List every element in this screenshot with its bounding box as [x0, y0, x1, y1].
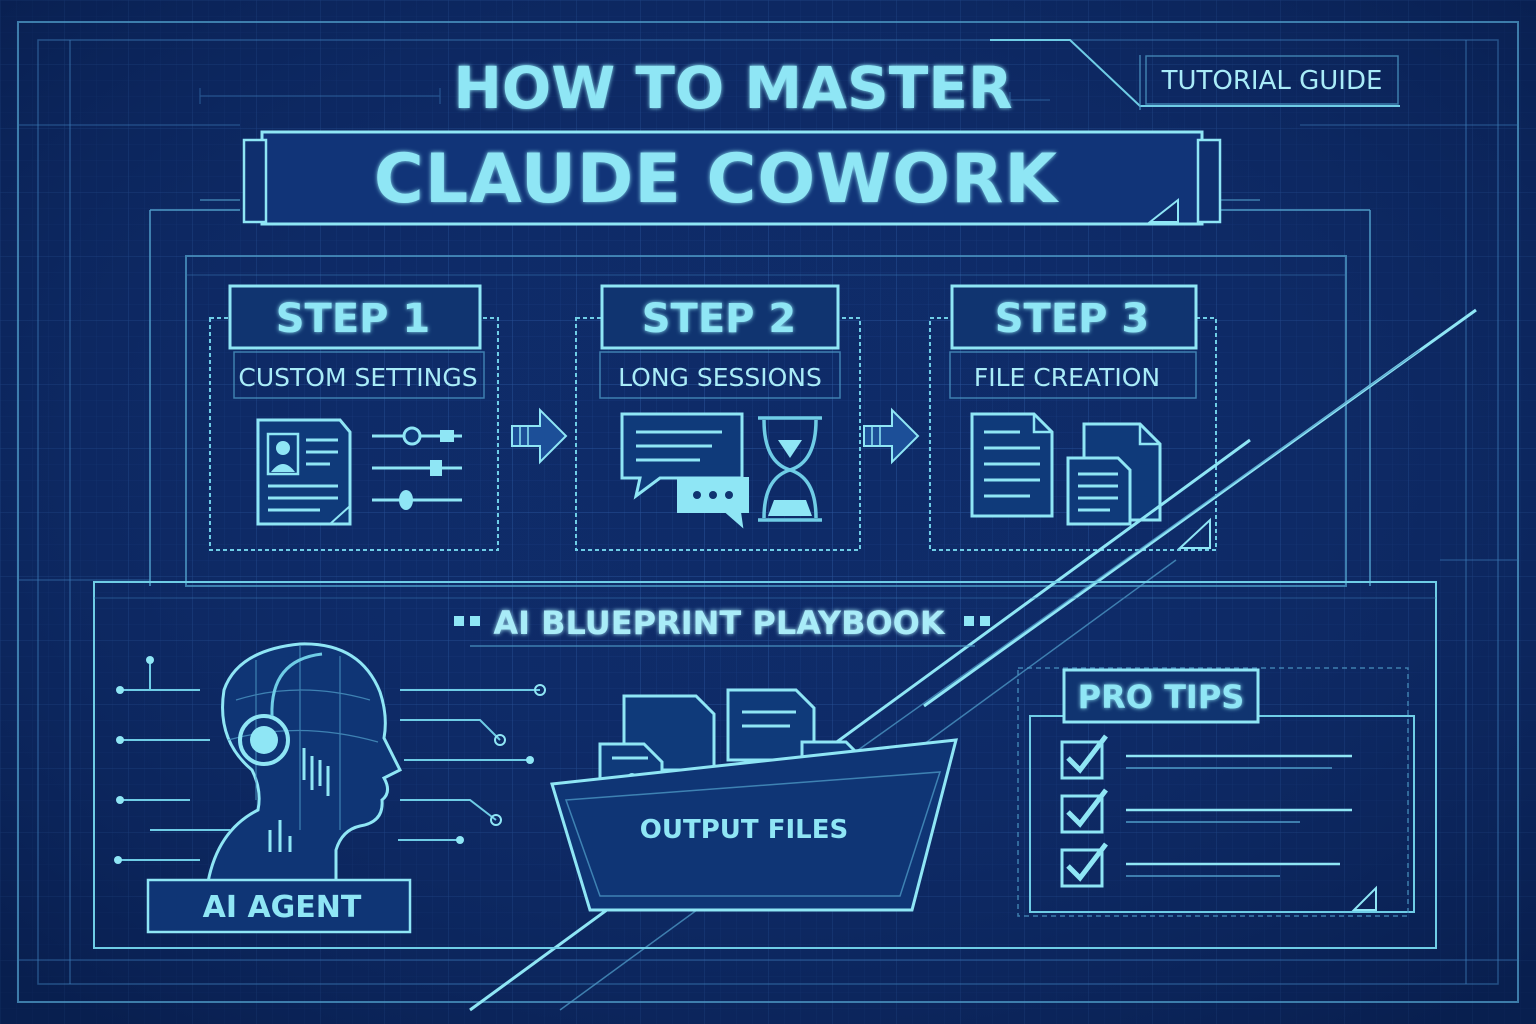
ai-agent-label-box: AI AGENT: [146, 878, 412, 934]
checkmark-icon: [1066, 788, 1108, 828]
diagonal-beam: [469, 308, 1477, 1012]
step-2-card: STEP 2 LONG SESSIONS: [575, 284, 861, 551]
ai-agent-head-icon: [206, 642, 403, 884]
checklist-item: [1060, 788, 1352, 834]
header: HOW TO MASTER CLAUDE COWORK TUTORIAL GUI…: [242, 54, 1399, 226]
tutorial-guide-tag: TUTORIAL GUIDE: [1145, 55, 1399, 105]
pro-tips-panel: PRO TIPS: [1017, 667, 1415, 917]
checklist-item: [1060, 734, 1352, 780]
checkmark-icon: [1066, 842, 1108, 882]
ai-agent-label: AI AGENT: [203, 890, 362, 925]
title-line-1: HOW TO MASTER: [453, 54, 1012, 122]
title-banner: CLAUDE COWORK: [242, 130, 1222, 226]
checklist: [1060, 734, 1352, 888]
checklist-item: [1060, 842, 1340, 888]
step-1-card: STEP 1 CUSTOM SETTINGS: [209, 284, 499, 551]
step-3-subtitle: FILE CREATION: [974, 363, 1160, 392]
output-files-folder-icon: OUTPUT FILES: [550, 688, 958, 912]
step-1-subtitle: CUSTOM SETTINGS: [238, 363, 477, 392]
checkmark-icon: [1066, 734, 1108, 774]
tutorial-guide-label: TUTORIAL GUIDE: [1161, 66, 1383, 96]
outer-frame: [17, 21, 1519, 1003]
circuit-traces: [114, 656, 546, 864]
step-2-number: STEP 2: [642, 296, 797, 342]
title-line-2: CLAUDE COWORK: [374, 140, 1059, 219]
playbook-title: AI BLUEPRINT PLAYBOOK: [493, 604, 946, 642]
settings-sliders-icon: [256, 418, 462, 526]
pro-tips-title: PRO TIPS: [1078, 678, 1245, 716]
documents-icon: [970, 412, 1162, 526]
output-files-label: OUTPUT FILES: [640, 815, 848, 845]
step-3-card: STEP 3 FILE CREATION: [929, 284, 1217, 551]
steps-frame: [185, 255, 1347, 587]
step-1-number: STEP 1: [276, 296, 431, 342]
step-3-number: STEP 3: [995, 296, 1150, 342]
arrow-step-2-to-3: [863, 407, 920, 465]
step-2-subtitle: LONG SESSIONS: [618, 363, 822, 392]
chat-hourglass-icon: [620, 412, 822, 529]
arrow-step-1-to-2: [511, 407, 568, 465]
playbook-frame: AI BLUEPRINT PLAYBOOK: [93, 581, 1437, 949]
